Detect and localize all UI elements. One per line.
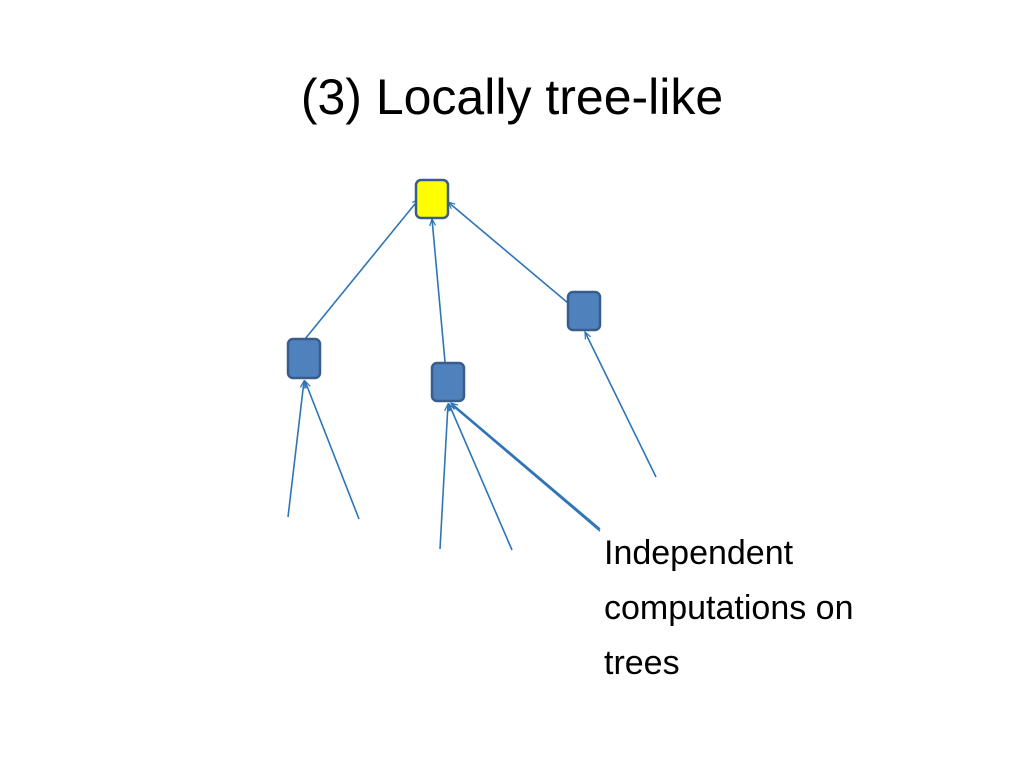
slide-title: (3) Locally tree-like xyxy=(300,69,724,125)
caption-line-1: Independent xyxy=(604,534,794,572)
left-node xyxy=(286,337,322,380)
edge-left-to-root xyxy=(304,199,419,340)
edge-right-to-root xyxy=(448,202,569,304)
edge-subtree-middle-c xyxy=(451,403,601,530)
caption: Independent computations on trees xyxy=(604,526,1004,691)
caption-line-2: computations on xyxy=(604,589,854,627)
edge-subtree-middle-d xyxy=(451,404,601,532)
right-node xyxy=(566,290,602,332)
middle-node xyxy=(430,361,466,403)
edge-subtree-left-b xyxy=(305,381,360,520)
edge-subtree-right xyxy=(584,332,657,478)
edge-subtree-middle-a xyxy=(439,404,448,550)
caption-line-3: trees xyxy=(604,644,680,682)
edge-middle-to-root xyxy=(432,219,446,363)
root-node xyxy=(414,178,450,220)
edge-subtree-middle-b xyxy=(448,404,513,551)
edge-subtree-left-a xyxy=(287,381,304,518)
